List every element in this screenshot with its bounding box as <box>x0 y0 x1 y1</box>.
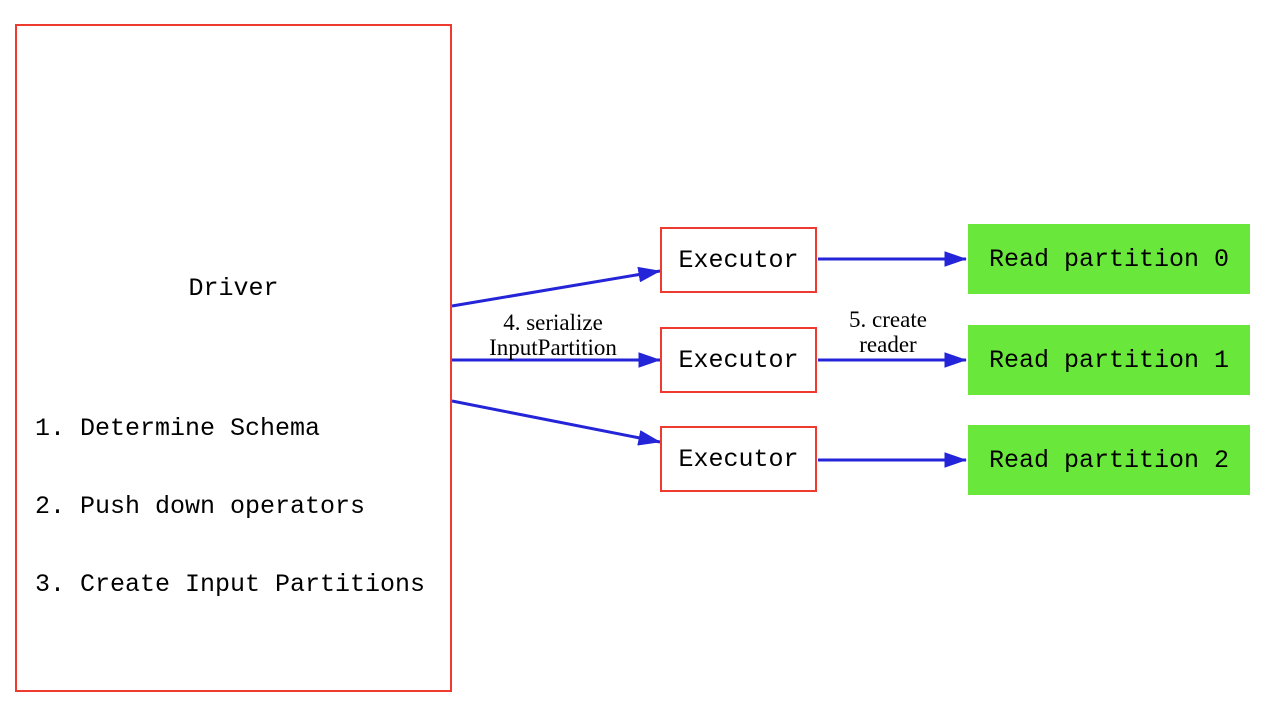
driver-title: Driver <box>188 274 279 303</box>
executor-label-1: Executor <box>678 345 799 375</box>
executor-box-0: Executor <box>660 227 817 293</box>
read-partition-label-0: Read partition 0 <box>988 244 1230 274</box>
serialize-label-line-1: 4. serialize <box>503 310 603 335</box>
serialize-label-line-2: InputPartition <box>489 335 617 360</box>
read-partition-label-1: Read partition 1 <box>988 345 1230 375</box>
executor-box-2: Executor <box>660 426 817 492</box>
executor-box-1: Executor <box>660 327 817 393</box>
driver-step-3: 3. Create Input Partitions <box>35 570 426 599</box>
read-partition-box-1: Read partition 1 <box>968 325 1250 395</box>
executor-label-0: Executor <box>678 245 799 275</box>
create-reader-label-line-2: reader <box>859 332 917 357</box>
driver-steps: 1. Determine Schema 2. Push down operato… <box>35 364 425 650</box>
read-partition-box-2: Read partition 2 <box>968 425 1250 495</box>
create-reader-label-line-1: 5. create <box>849 307 927 332</box>
edge-label-serialize-input-partition: 4. serialize InputPartition <box>448 310 658 360</box>
read-partition-label-2: Read partition 2 <box>988 445 1230 475</box>
driver-box: Driver 1. Determine Schema 2. Push down … <box>15 24 452 692</box>
edge-label-create-reader: 5. create reader <box>788 307 988 357</box>
driver-step-1: 1. Determine Schema <box>35 414 321 443</box>
arrow-driver-to-executor-2 <box>451 399 661 446</box>
executor-label-2: Executor <box>678 444 799 474</box>
arrow-driver-to-executor-0 <box>451 266 661 308</box>
read-partition-box-0: Read partition 0 <box>968 224 1250 294</box>
driver-step-2: 2. Push down operators <box>35 492 366 521</box>
